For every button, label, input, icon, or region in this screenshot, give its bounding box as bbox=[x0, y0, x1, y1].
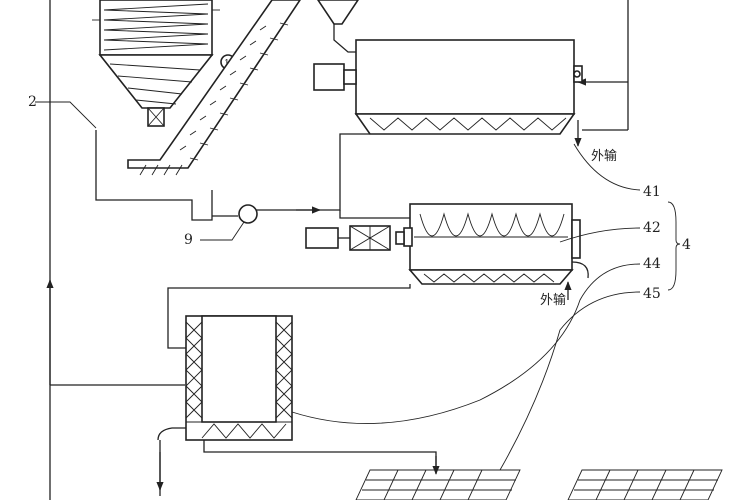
label-export-top: 外输 bbox=[591, 148, 617, 164]
tank-feed-line bbox=[167, 284, 411, 349]
label-44: 44 bbox=[643, 256, 661, 272]
label-2: 2 bbox=[28, 94, 37, 110]
feed-funnel bbox=[317, 0, 359, 53]
screw-press-unit bbox=[305, 203, 589, 300]
label-45: 45 bbox=[643, 286, 661, 302]
label-42: 42 bbox=[643, 220, 661, 236]
label-9: 9 bbox=[184, 232, 193, 248]
feed-line bbox=[35, 101, 370, 241]
storage-hopper: 15 bbox=[92, 0, 236, 127]
leader-lines bbox=[291, 143, 681, 471]
label-export-middle: 外输 bbox=[540, 292, 566, 308]
inclined-conveyor bbox=[127, 0, 301, 176]
upper-reactor bbox=[313, 39, 583, 147]
label-41: 41 bbox=[643, 184, 661, 200]
label-4: 4 bbox=[682, 237, 691, 253]
top-right-return-line bbox=[577, 0, 629, 131]
bottom-grid-field bbox=[355, 469, 723, 500]
settling-tank bbox=[156, 315, 440, 496]
left-return-line bbox=[46, 0, 185, 500]
